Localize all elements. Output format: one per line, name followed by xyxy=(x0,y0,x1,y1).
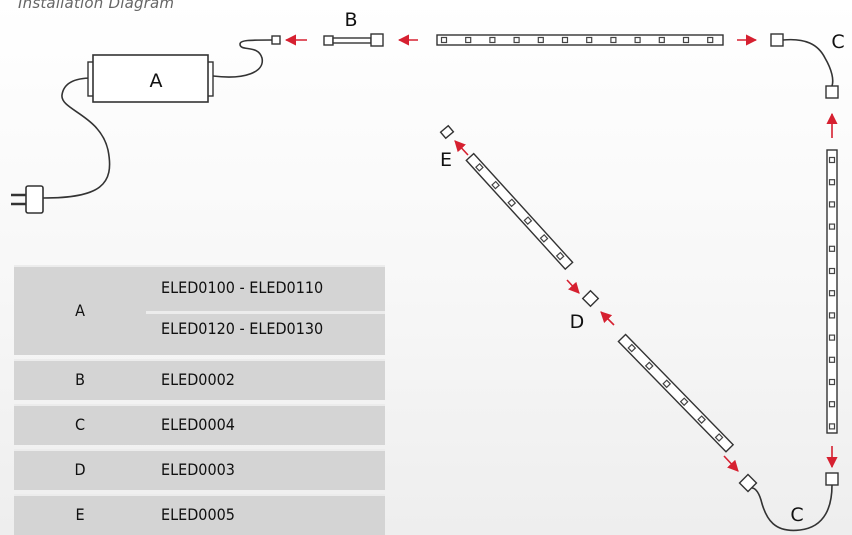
led-chip xyxy=(828,201,836,208)
label-c-bottom: C xyxy=(790,504,803,526)
row-divider xyxy=(146,311,385,314)
page-title: Installation Diagram xyxy=(18,0,175,12)
row-code: ELED0005 xyxy=(161,505,235,524)
corner-connector-c-bottom: C xyxy=(738,472,839,532)
power-plug xyxy=(11,185,44,214)
led-chip xyxy=(507,198,517,208)
led-chip xyxy=(440,36,448,44)
led-chip xyxy=(489,36,496,44)
led-chip xyxy=(679,397,689,407)
led-chip xyxy=(828,179,836,186)
led-chip xyxy=(828,223,836,230)
label-e: E xyxy=(440,149,452,171)
row-code: ELED0100 - ELED0110 xyxy=(161,278,324,297)
label-d: D xyxy=(570,311,585,333)
connector-b: B xyxy=(323,9,384,47)
row-letter: D xyxy=(74,460,86,479)
led-chip xyxy=(828,423,836,430)
row-letter: B xyxy=(75,370,85,389)
row-code: ELED0004 xyxy=(161,415,235,434)
driver-output-cable xyxy=(212,39,273,78)
led-chip xyxy=(539,233,549,243)
led-chip xyxy=(523,216,533,225)
mains-cable xyxy=(42,77,111,199)
led-chip xyxy=(491,180,500,190)
arrow-strip-to-d xyxy=(600,311,615,326)
arrow-strip-to-d-upper xyxy=(566,279,580,294)
led-strip-vertical xyxy=(826,149,838,434)
led-chip xyxy=(658,36,665,44)
led-chip xyxy=(627,343,637,353)
led-chip xyxy=(586,36,593,44)
row-code: ELED0002 xyxy=(161,370,235,389)
led-chip xyxy=(682,36,690,44)
led-chip xyxy=(662,379,672,389)
parts-table: A ELED0100 - ELED0110 ELED0120 - ELED013… xyxy=(14,265,385,535)
label-c-top: C xyxy=(831,31,844,53)
led-chip xyxy=(828,401,836,408)
row-letter: A xyxy=(75,301,85,320)
table-row-b: B ELED0002 xyxy=(14,359,385,400)
table-row-d: D ELED0003 xyxy=(14,449,385,490)
led-chip xyxy=(828,156,836,164)
connector-d: D xyxy=(570,289,600,333)
corner-connector-c-top: C xyxy=(770,31,845,99)
row-letter: E xyxy=(75,505,85,524)
led-chip xyxy=(828,312,836,319)
row-code: ELED0003 xyxy=(161,460,235,479)
led-chip xyxy=(610,36,617,44)
led-chip xyxy=(561,36,569,44)
led-chip xyxy=(634,36,641,44)
table-row-a: A ELED0100 - ELED0110 ELED0120 - ELED013… xyxy=(14,265,385,355)
led-chip xyxy=(644,361,654,371)
led-chip xyxy=(513,36,520,44)
led-chip xyxy=(828,334,836,341)
led-strip-top xyxy=(436,34,724,46)
label-a: A xyxy=(150,70,163,92)
led-chip xyxy=(475,162,484,172)
table-row-c: C ELED0004 xyxy=(14,404,385,445)
led-chip xyxy=(828,290,836,297)
arrow-strip-to-e xyxy=(454,140,469,156)
row-letter: C xyxy=(74,415,86,434)
led-chip xyxy=(828,267,836,275)
row-code: ELED0120 - ELED0130 xyxy=(161,319,324,338)
driver-output-connector xyxy=(271,35,281,45)
led-strip-diagonal-upper xyxy=(465,152,574,271)
led-chip xyxy=(555,251,565,261)
led-chip xyxy=(714,433,724,442)
table-row-e: E ELED0005 xyxy=(14,494,385,535)
led-strip-diagonal-lower xyxy=(617,333,735,453)
led-chip xyxy=(465,36,472,44)
label-b: B xyxy=(344,9,357,31)
driver-a: A xyxy=(87,54,214,103)
led-chip xyxy=(697,415,707,424)
arrow-strip-to-c-bottom xyxy=(723,455,739,472)
led-chip xyxy=(828,245,836,252)
end-cap-e: E xyxy=(439,124,455,171)
led-chip xyxy=(707,36,714,44)
led-chip xyxy=(828,356,836,363)
led-chip xyxy=(828,378,836,386)
led-chip xyxy=(537,36,544,44)
